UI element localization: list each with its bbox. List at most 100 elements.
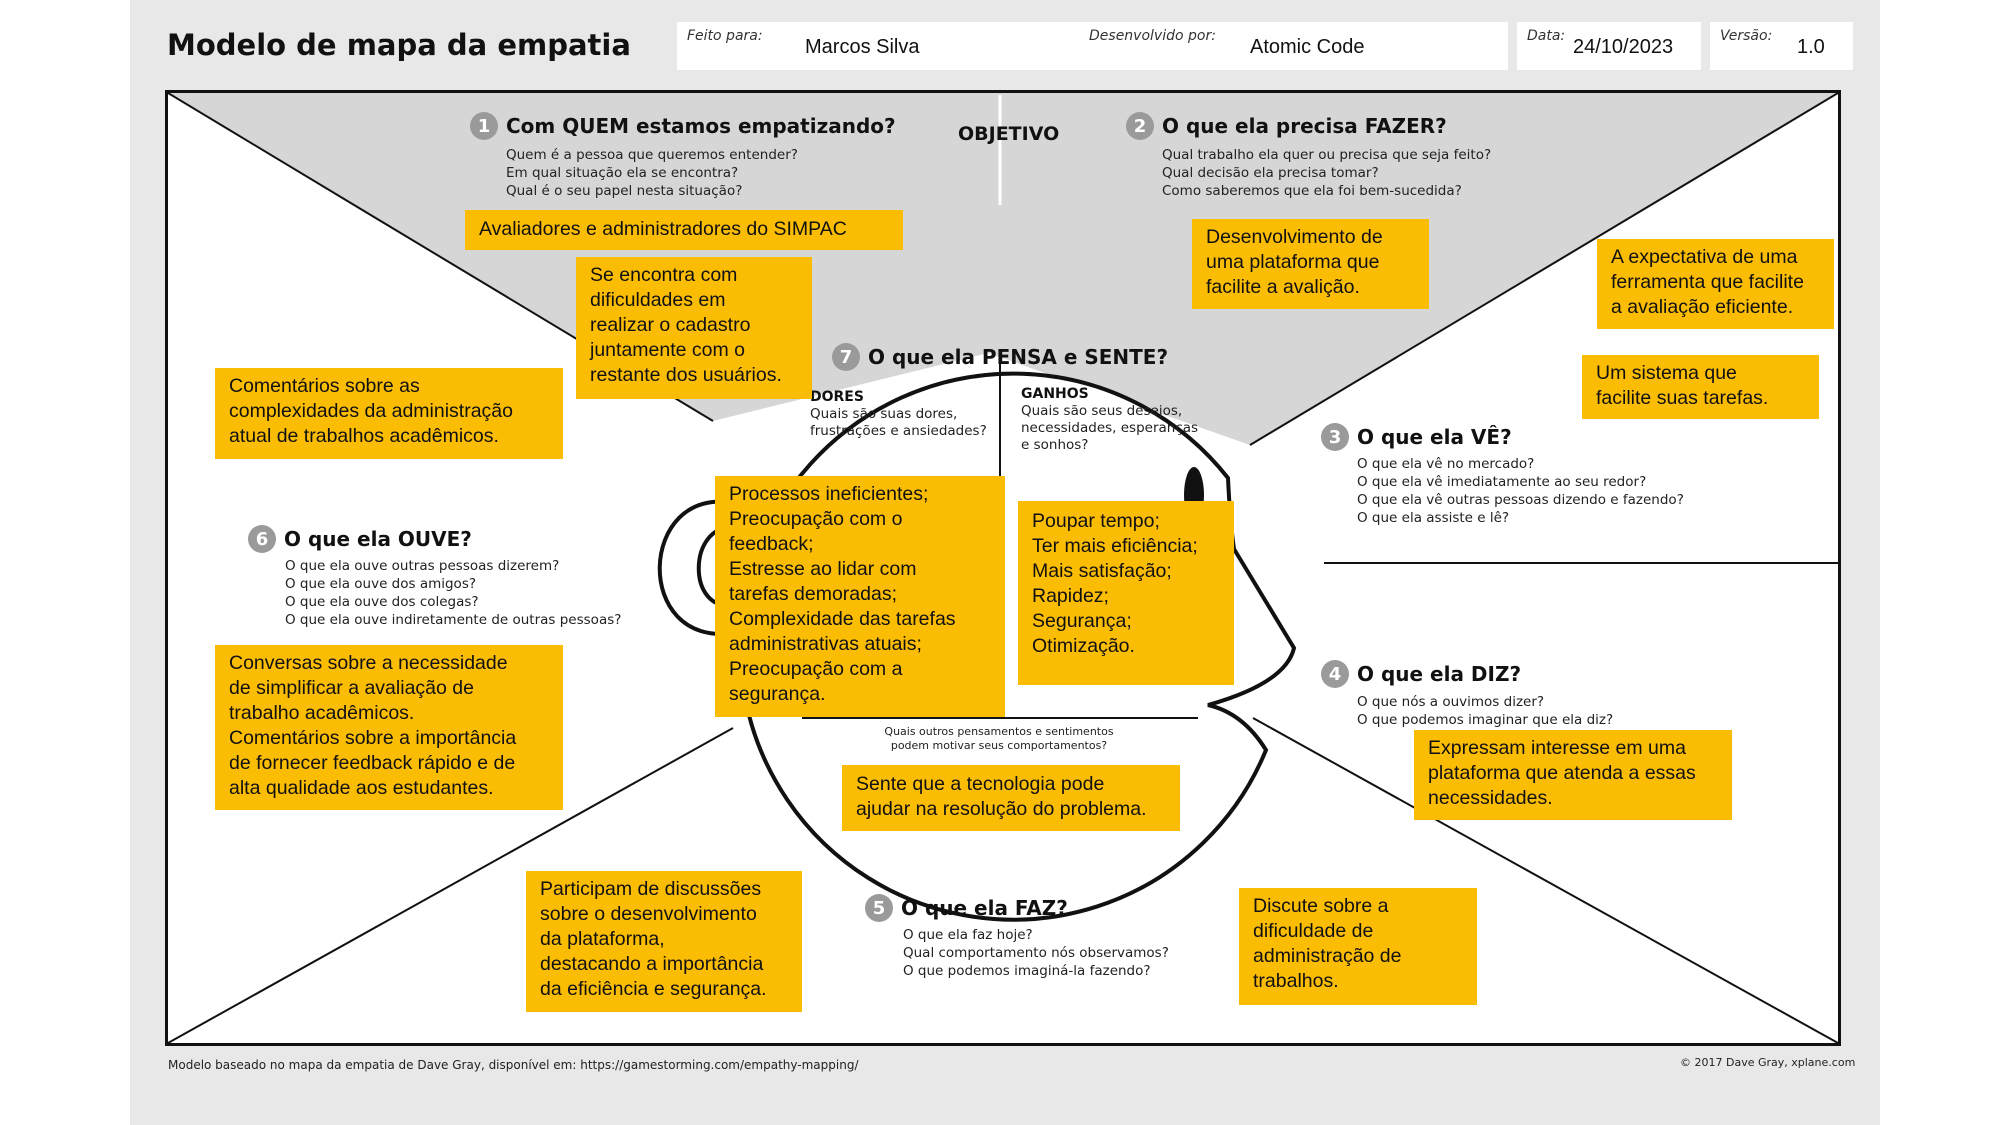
made-for-field[interactable]: Feito para: Marcos Silva — [677, 22, 1092, 70]
number-badge: 2 — [1126, 112, 1154, 140]
question: Qual trabalho ela quer ou precisa que se… — [1162, 147, 1492, 163]
sticky-note-say-1[interactable]: Expressam interesse em uma plataforma qu… — [1414, 730, 1732, 820]
note-line: Expressam interesse em uma — [1428, 737, 1686, 759]
heading-see-title: O que ela VÊ? — [1357, 425, 1512, 449]
gains-questions: Quais são seus desejos, necessidades, es… — [1021, 403, 1198, 454]
objective-label: OBJETIVO — [958, 123, 1060, 145]
sticky-note-gains[interactable]: Poupar tempo; Ter mais eficiência; Mais … — [1018, 501, 1234, 685]
note-line: da eficiência e segurança. — [540, 978, 767, 1000]
note-line: Rapidez; — [1032, 585, 1109, 607]
question: Como saberemos que ela foi bem-sucedida? — [1162, 183, 1462, 199]
sticky-note-who-2[interactable]: Se encontra com dificuldades em realizar… — [576, 257, 812, 399]
number-badge: 3 — [1321, 423, 1349, 451]
question: O que ela vê no mercado? — [1357, 456, 1535, 472]
note-line: administrativas atuais; — [729, 633, 922, 655]
question: O que ela assiste e lê? — [1357, 510, 1510, 526]
heading-who-title: Com QUEM estamos empatizando? — [506, 114, 896, 138]
note-line: Ter mais eficiência; — [1032, 535, 1198, 557]
made-for-value: Marcos Silva — [805, 36, 920, 58]
think-other-questions: Quais outros pensamentos e sentimentos p… — [844, 725, 1154, 753]
note-line: juntamente com o — [590, 339, 746, 361]
heading-say: 4 O que ela DIZ? — [1321, 660, 1521, 688]
note-line: facilite a avalição. — [1206, 276, 1360, 298]
heading-hear-title: O que ela OUVE? — [284, 527, 472, 551]
question: Quais são seus desejos, — [1021, 403, 1183, 419]
note-line: ajudar na resolução do problema. — [856, 798, 1147, 820]
developed-by-value: Atomic Code — [1250, 36, 1365, 58]
question: O que nós a ouvimos dizer? — [1357, 694, 1545, 710]
note-line: Processos ineficientes; — [729, 483, 929, 505]
heading-does: 5 O que ela FAZ? — [865, 894, 1068, 922]
question: Quais são suas dores, — [810, 406, 958, 422]
note-line: Desenvolvimento de — [1206, 226, 1383, 248]
sticky-note-does-2[interactable]: Discute sobre a dificuldade de administr… — [1239, 888, 1477, 1005]
question: necessidades, esperanças — [1021, 420, 1199, 436]
note-line: Avaliadores e administradores do SIMPAC — [479, 218, 847, 240]
questions-hear: O que ela ouve outras pessoas dizerem? O… — [285, 557, 621, 629]
sticky-note-who-1[interactable]: Avaliadores e administradores do SIMPAC — [465, 210, 903, 250]
note-line: de simplificar a avaliação de — [229, 677, 474, 699]
note-line: Comentários sobre a importância — [229, 727, 517, 749]
footer-copyright: © 2017 Dave Gray, xplane.com — [1680, 1056, 1856, 1069]
questions-do: Qual trabalho ela quer ou precisa que se… — [1162, 146, 1491, 200]
question: Qual é o seu papel nesta situação? — [506, 183, 743, 199]
date-field[interactable]: Data: 24/10/2023 — [1517, 22, 1701, 70]
footer-source: Modelo baseado no mapa da empatia de Dav… — [168, 1058, 859, 1072]
question: Qual comportamento nós observamos? — [903, 945, 1169, 961]
made-for-label: Feito para: — [687, 28, 763, 44]
note-line: realizar o cadastro — [590, 314, 751, 336]
date-label: Data: — [1527, 28, 1566, 44]
note-line: Mais satisfação; — [1032, 560, 1172, 582]
number-badge: 4 — [1321, 660, 1349, 688]
note-line: feedback; — [729, 533, 814, 555]
note-line: Um sistema que — [1596, 362, 1737, 384]
number-badge: 7 — [832, 343, 860, 371]
question: Quem é a pessoa que queremos entender? — [506, 147, 798, 163]
sticky-note-see-1[interactable]: A expectativa de uma ferramenta que faci… — [1597, 239, 1834, 329]
sticky-note-hear-2[interactable]: Conversas sobre a necessidade de simplif… — [215, 645, 563, 810]
note-line: Conversas sobre a necessidade — [229, 652, 508, 674]
heading-say-title: O que ela DIZ? — [1357, 662, 1522, 686]
note-line: tarefas demoradas; — [729, 583, 898, 605]
questions-say: O que nós a ouvimos dizer? O que podemos… — [1357, 693, 1613, 729]
number-badge: 5 — [865, 894, 893, 922]
canvas: Modelo de mapa da empatia Feito para: Ma… — [130, 0, 1880, 1125]
note-line: necessidades. — [1428, 787, 1553, 809]
question: frustrações e ansiedades? — [810, 423, 987, 439]
note-line: Complexidade das tarefas — [729, 608, 956, 630]
note-line: Estresse ao lidar com — [729, 558, 917, 580]
version-value: 1.0 — [1797, 36, 1825, 58]
question: O que podemos imaginá-la fazendo? — [903, 963, 1151, 979]
divider-bottom-left — [168, 727, 734, 1043]
sticky-note-think-other[interactable]: Sente que a tecnologia pode ajudar na re… — [842, 765, 1180, 831]
note-line: Segurança; — [1032, 610, 1132, 632]
question: O que ela faz hoje? — [903, 927, 1033, 943]
developed-by-label: Desenvolvido por: — [1089, 28, 1216, 44]
number-badge: 1 — [470, 112, 498, 140]
empathy-map-board: 1 Com QUEM estamos empatizando? Quem é a… — [165, 90, 1841, 1046]
note-line: trabalho acadêmicos. — [229, 702, 415, 724]
question: e sonhos? — [1021, 437, 1089, 453]
sticky-note-pains[interactable]: Processos ineficientes; Preocupação com … — [715, 476, 1005, 717]
questions-does: O que ela faz hoje? Qual comportamento n… — [903, 926, 1169, 980]
number-badge: 6 — [248, 525, 276, 553]
sticky-note-hear-1[interactable]: Comentários sobre as complexidades da ad… — [215, 368, 563, 459]
note-line: facilite suas tarefas. — [1596, 387, 1769, 409]
gains-title: GANHOS — [1021, 386, 1089, 402]
note-line: destacando a importância — [540, 953, 764, 975]
sticky-note-see-2[interactable]: Um sistema que facilite suas tarefas. — [1582, 355, 1819, 419]
questions-see: O que ela vê no mercado? O que ela vê im… — [1357, 455, 1684, 527]
heading-do: 2 O que ela precisa FAZER? — [1126, 112, 1447, 140]
version-field[interactable]: Versão: 1.0 — [1710, 22, 1853, 70]
question: O que ela ouve dos colegas? — [285, 594, 479, 610]
heading-does-title: O que ela FAZ? — [901, 896, 1068, 920]
note-line: Participam de discussões — [540, 878, 762, 900]
sticky-note-do-1[interactable]: Desenvolvimento de uma plataforma que fa… — [1192, 219, 1429, 309]
sticky-note-does-1[interactable]: Participam de discussões sobre o desenvo… — [526, 871, 802, 1012]
question: O que ela vê imediatamente ao seu redor? — [1357, 474, 1647, 490]
question: O que ela ouve outras pessoas dizerem? — [285, 558, 560, 574]
developed-by-field[interactable]: Desenvolvido por: Atomic Code — [1079, 22, 1508, 70]
heading-who: 1 Com QUEM estamos empatizando? — [470, 112, 896, 140]
note-line: de fornecer feedback rápido e de — [229, 752, 516, 774]
note-line: Comentários sobre as — [229, 375, 420, 397]
